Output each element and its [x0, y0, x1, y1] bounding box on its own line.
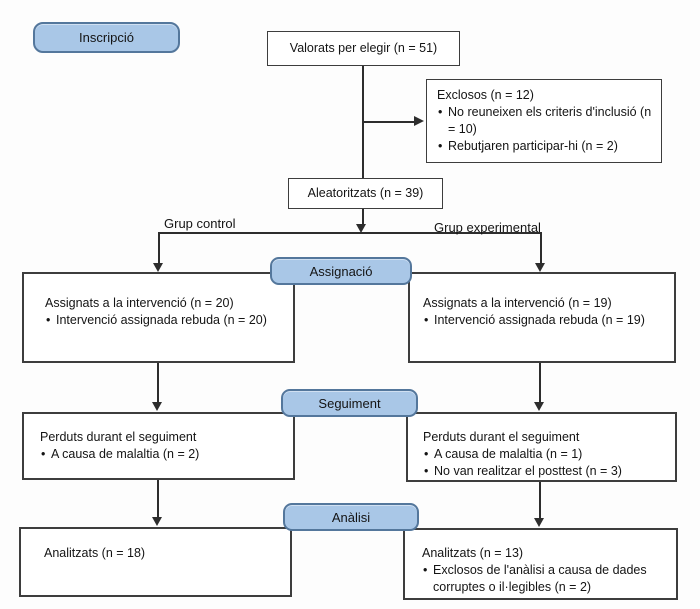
arrowhead-down-icon — [533, 402, 544, 411]
box-analysis-experimental: Analitzats (n = 13) Exclosos de l'anàlis… — [403, 528, 678, 600]
box-followup-experimental-bullet: No van realitzar el posttest (n = 3) — [423, 463, 669, 480]
box-analysis-experimental-bullet: Exclosos de l'anàlisi a causa de dades c… — [422, 562, 670, 596]
box-assignment-experimental-bullet: Intervenció assignada rebuda (n = 19) — [423, 312, 668, 329]
connector-followup-to-analysis-control — [157, 479, 159, 518]
box-followup-control-title: Perduts durant el seguiment — [40, 430, 197, 444]
connector-excluded-branch — [363, 121, 415, 123]
box-assessed-for-eligibility: Valorats per elegir (n = 51) — [267, 31, 460, 66]
box-excluded-bullet: No reuneixen els criteris d'inclusió (n … — [437, 104, 655, 138]
connector-drop-experimental — [540, 233, 542, 264]
arrowhead-right-icon — [414, 116, 424, 126]
connector-assign-to-followup-control — [157, 362, 159, 403]
arrowhead-down-icon — [534, 263, 545, 272]
connector-randomized-to-split — [362, 208, 364, 225]
box-assessed-text: Valorats per elegir (n = 51) — [289, 41, 438, 55]
stage-badge-enrollment-label: Inscripció — [79, 30, 134, 45]
connector-assign-to-followup-experimental — [539, 362, 541, 403]
box-excluded-bullet: Rebutjaren participar-hi (n = 2) — [437, 138, 655, 155]
stage-badge-analysis: Anàlisi — [283, 503, 419, 531]
box-assignment-experimental: Assignats a la intervenció (n = 19) Inte… — [408, 272, 676, 363]
box-followup-experimental-bullet: A causa de malaltia (n = 1) — [423, 446, 669, 463]
box-assignment-control-bullet: Intervenció assignada rebuda (n = 20) — [45, 312, 285, 329]
box-analysis-control: Analitzats (n = 18) — [19, 527, 292, 597]
arrowhead-down-icon — [152, 263, 163, 272]
box-followup-control: Perduts durant el seguiment A causa de m… — [22, 412, 295, 480]
box-excluded: Exclosos (n = 12) No reuneixen els crite… — [426, 79, 662, 163]
box-randomized-text: Aleatoritzats (n = 39) — [307, 186, 424, 200]
arrowhead-down-icon — [151, 517, 162, 526]
stage-badge-enrollment: Inscripció — [33, 22, 180, 53]
branch-label-experimental: Grup experimental — [434, 220, 541, 235]
stage-badge-analysis-label: Anàlisi — [331, 509, 371, 525]
box-followup-experimental-title: Perduts durant el seguiment — [423, 430, 580, 444]
connector-split-horizontal — [158, 232, 542, 234]
stage-badge-followup: Seguiment — [281, 389, 418, 417]
box-assignment-experimental-title: Assignats a la intervenció (n = 19) — [423, 296, 612, 310]
arrowhead-down-icon — [151, 402, 162, 411]
connector-drop-control — [158, 233, 160, 264]
connector-followup-to-analysis-experimental — [539, 481, 541, 519]
stage-badge-followup-label: Seguiment — [318, 395, 381, 411]
box-assignment-control: Assignats a la intervenció (n = 20) Inte… — [22, 272, 295, 363]
arrowhead-down-icon — [356, 224, 366, 233]
arrowhead-down-icon — [533, 518, 544, 527]
branch-label-control: Grup control — [164, 216, 236, 231]
stage-badge-assignment-label: Assignació — [309, 263, 373, 279]
box-followup-control-bullet: A causa de malaltia (n = 2) — [40, 446, 285, 463]
box-excluded-title: Exclosos (n = 12) — [437, 88, 534, 102]
stage-badge-assignment: Assignació — [270, 257, 412, 285]
box-followup-experimental: Perduts durant el seguiment A causa de m… — [406, 412, 677, 482]
box-assignment-control-title: Assignats a la intervenció (n = 20) — [45, 296, 234, 310]
box-randomized: Aleatoritzats (n = 39) — [288, 178, 443, 209]
box-analysis-experimental-title: Analitzats (n = 13) — [422, 546, 524, 560]
box-analysis-control-title: Analitzats (n = 18) — [44, 546, 146, 560]
